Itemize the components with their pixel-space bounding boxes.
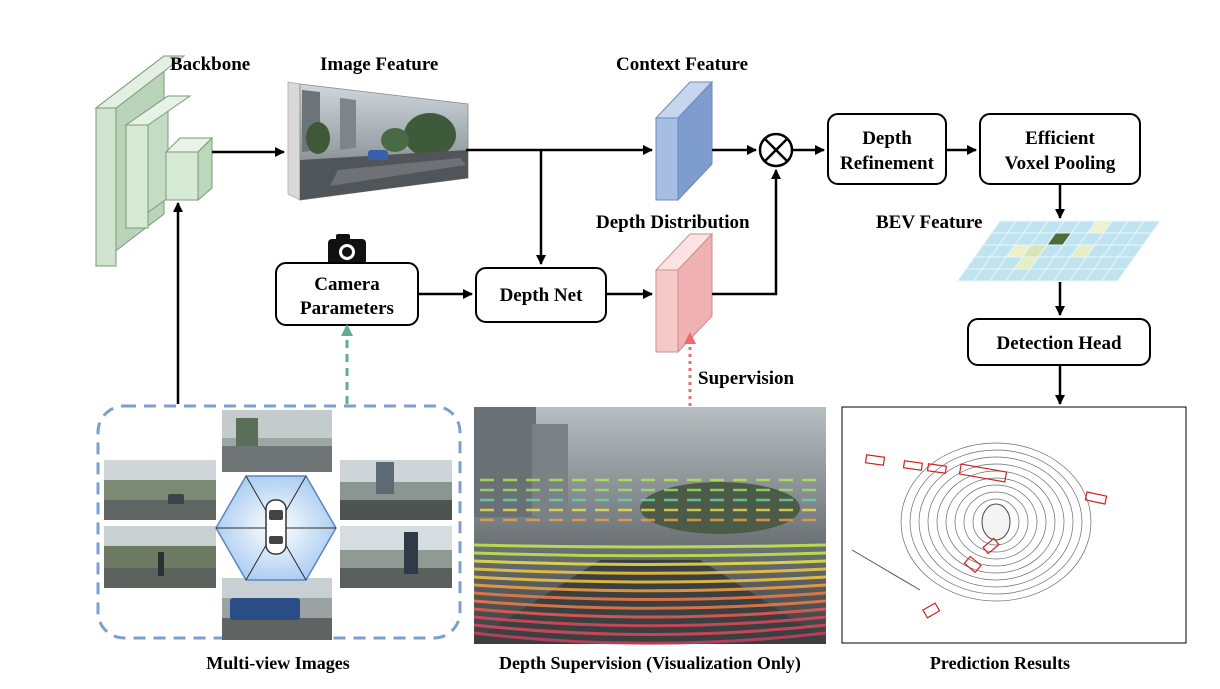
backbone-label: Backbone [170,54,250,75]
bev-feature-label: BEV Feature [876,212,982,233]
detection-head-box: Detection Head [967,318,1151,366]
image-feature-label: Image Feature [320,54,438,75]
image-feature-block [287,81,469,201]
ego-car-icon [265,499,287,555]
bev-feature-grid [956,220,1161,282]
camera-parameters-line1: Camera [314,274,380,295]
camera-parameters-box: Camera Parameters [275,262,419,326]
depth-net-label: Depth Net [500,285,584,306]
multiply-operator-icon [758,132,794,168]
camera-icon [328,234,366,265]
depth-distribution-block [654,232,714,354]
prediction-results-image [841,406,1187,644]
depth-refinement-box: Depth Refinement [827,113,947,185]
prediction-results-caption: Prediction Results [930,653,1070,673]
context-feature-block [654,80,714,202]
camera-parameters-line2: Parameters [300,298,394,319]
flow-arrows [173,145,1065,405]
detection-head-label: Detection Head [996,333,1121,354]
context-feature-label: Context Feature [616,54,748,75]
depth-net-box: Depth Net [475,267,607,323]
multi-view-caption: Multi-view Images [206,653,349,673]
voxel-pooling-line1: Efficient [1025,128,1095,149]
backbone-block [94,54,214,268]
supervision-label: Supervision [698,368,795,389]
depth-supervision-image [473,407,827,645]
depth-distribution-label: Depth Distribution [596,212,750,233]
efficient-voxel-pooling-box: Efficient Voxel Pooling [979,113,1141,185]
depth-supervision-caption: Depth Supervision (Visualization Only) [499,653,801,674]
multi-view-thumbnails [104,410,452,640]
depth-refinement-line2: Refinement [840,153,935,174]
voxel-pooling-line2: Voxel Pooling [1005,153,1116,174]
depth-refinement-line1: Depth [862,128,912,149]
